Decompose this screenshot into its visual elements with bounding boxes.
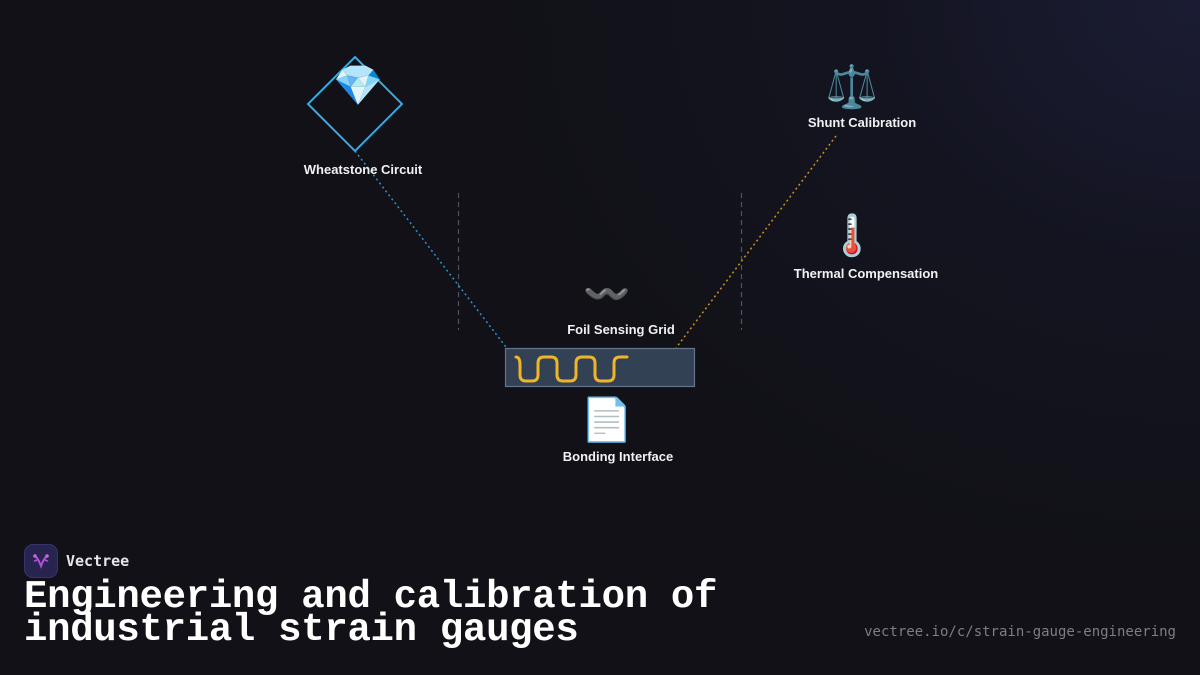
node-label-shunt: Shunt Calibration	[807, 115, 917, 130]
node-label-foil: Foil Sensing Grid	[567, 322, 675, 337]
edge-wheatstone-to-gauge	[354, 150, 517, 361]
node-label-thermal: Thermal Compensation	[793, 266, 939, 281]
wavy-dash-icon: 〰️	[583, 274, 631, 316]
node-label-bonding: Bonding Interface	[562, 449, 674, 464]
title-line-1: Engineering and calibration of	[24, 575, 718, 619]
gem-icon: 💎	[333, 64, 383, 108]
document-icon: 📄	[580, 396, 634, 443]
wheatstone-diamond[interactable]	[306, 55, 404, 153]
vectree-logo-icon	[24, 544, 58, 578]
brand[interactable]: Vectree	[24, 544, 129, 578]
thermometer-icon: 🌡️	[827, 214, 877, 258]
title-line-2: industrial strain gauges	[24, 608, 579, 652]
edge-shunt-to-gauge	[675, 135, 837, 349]
brand-name: Vectree	[66, 552, 130, 570]
balance-scale-icon: ⚖️	[825, 63, 879, 110]
source-url[interactable]: vectree.io/c/strain-gauge-engineering	[864, 624, 1176, 640]
serpentine-foil-path	[514, 355, 629, 383]
page-title: Engineering and calibration of industria…	[24, 578, 717, 650]
node-label-wheatstone: Wheatstone Circuit	[303, 162, 423, 177]
